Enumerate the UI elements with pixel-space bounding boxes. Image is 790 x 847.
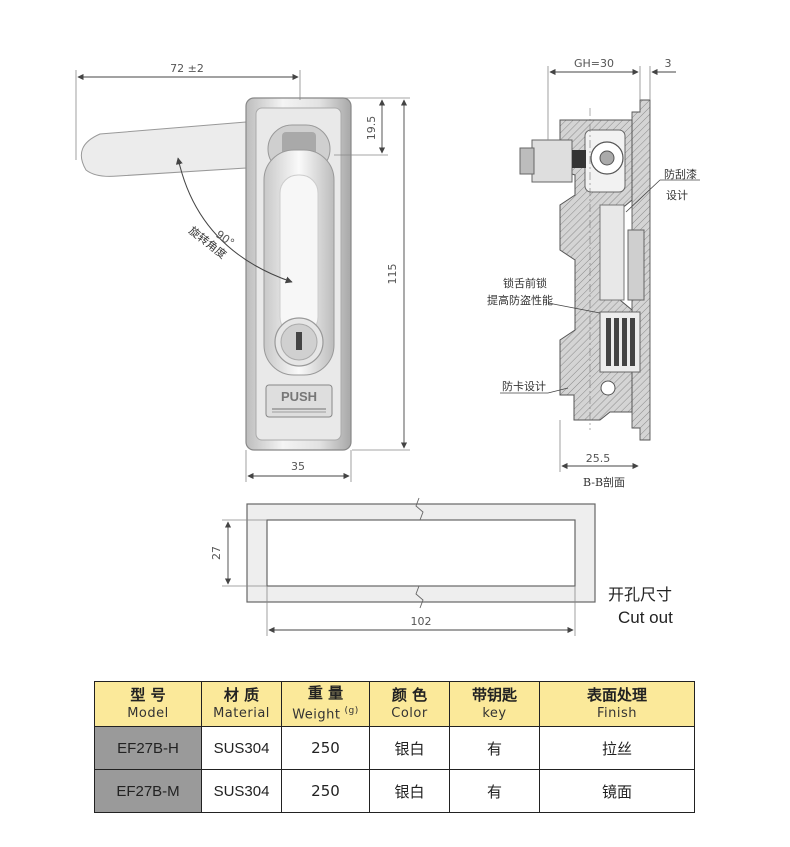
front-view: PUSH 90° 旋转角度 72 ±2 19.5 115 35 — [75, 62, 410, 482]
cell-model: EF27B-H — [94, 726, 202, 770]
table-header-row: 型 号 Model 材 质 Material 重 量 Weight(g) 颜 色… — [94, 681, 695, 727]
header-model: 型 号 Model — [94, 681, 202, 727]
header-color: 颜 色 Color — [369, 681, 450, 727]
cutout-title-en: Cut out — [618, 608, 673, 627]
table-row: EF27B-M SUS304 250 银白 有 镜面 — [94, 769, 695, 813]
cell-color: 银白 — [369, 769, 450, 813]
cell-color: 银白 — [369, 726, 450, 770]
spec-table: 型 号 Model 材 质 Material 重 量 Weight(g) 颜 色… — [94, 681, 695, 813]
dim-width-overall: 72 ±2 — [170, 62, 204, 75]
table-row: EF27B-H SUS304 250 银白 有 拉丝 — [94, 726, 695, 770]
technical-drawing: PUSH 90° 旋转角度 72 ±2 19.5 115 35 — [75, 57, 700, 636]
cutout-view: 27 102 开孔尺寸 Cut out — [210, 497, 673, 636]
callout-scratch-1: 防刮漆 — [664, 167, 697, 181]
cell-model: EF27B-M — [94, 769, 202, 813]
cutout-title-cn: 开孔尺寸 — [608, 585, 672, 604]
dim-thickness: 3 — [665, 57, 672, 70]
cell-material: SUS304 — [201, 726, 282, 770]
dim-top-offset: 19.5 — [365, 116, 378, 141]
header-weight: 重 量 Weight(g) — [281, 681, 370, 727]
header-finish: 表面处理 Finish — [539, 681, 695, 727]
cell-finish: 镜面 — [539, 769, 695, 813]
callout-tongue-1: 锁舌前锁 — [503, 276, 547, 290]
dim-depth: 25.5 — [586, 452, 611, 465]
cell-weight: 250 — [281, 769, 370, 813]
callout-tongue-2: 提高防盗性能 — [487, 293, 553, 307]
push-label: PUSH — [281, 389, 317, 404]
cell-material: SUS304 — [201, 769, 282, 813]
cell-finish: 拉丝 — [539, 726, 695, 770]
cutout-hole — [266, 519, 576, 587]
weight-unit: (g) — [344, 706, 359, 717]
dim-gh: GH=30 — [574, 57, 614, 70]
section-view: GH=30 3 防刮漆 设计 锁舌前锁 提高防盗性能 防卡设计 25.5 B-B… — [487, 57, 700, 489]
cell-key: 有 — [449, 769, 540, 813]
cell-key: 有 — [449, 726, 540, 770]
section-label: B-B剖面 — [583, 475, 625, 489]
callout-scratch-2: 设计 — [666, 189, 688, 202]
cell-weight: 250 — [281, 726, 370, 770]
header-key: 带钥匙 key — [449, 681, 540, 727]
header-material: 材 质 Material — [201, 681, 282, 727]
rotation-arc — [175, 157, 293, 284]
rotated-handle-outline — [80, 121, 247, 177]
callout-anti-jam: 防卡设计 — [502, 379, 546, 393]
dim-cut-height: 27 — [210, 546, 223, 560]
dim-body-width: 35 — [291, 460, 305, 473]
dim-cut-width: 102 — [411, 615, 432, 628]
dim-height: 115 — [386, 264, 399, 285]
keyhole-icon — [296, 332, 302, 350]
